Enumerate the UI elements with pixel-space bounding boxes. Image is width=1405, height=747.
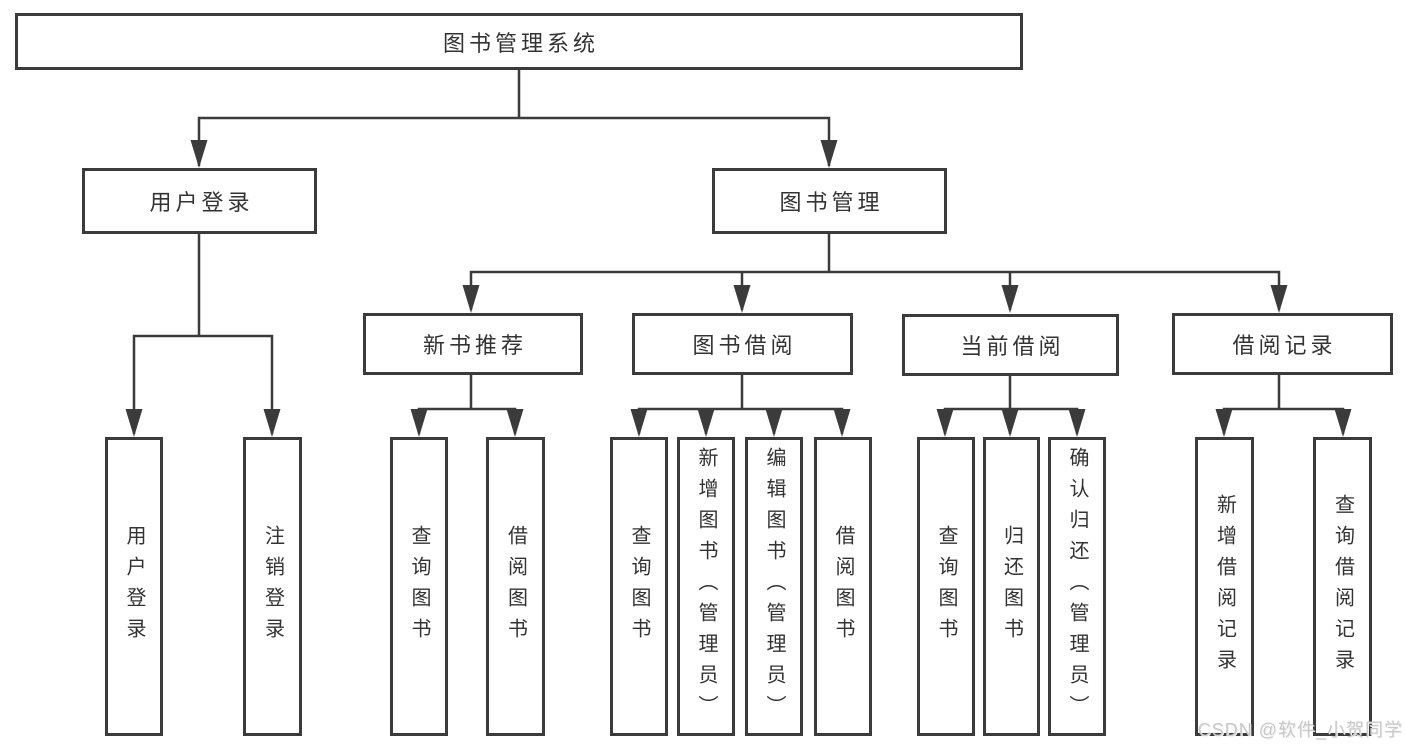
node-user-login-label: 用户登录 <box>149 190 254 215</box>
leaf-user-login: 用户登录 <box>105 437 163 736</box>
node-user-login: 用户登录 <box>82 168 317 234</box>
leaf-logout-label: 注销登录 <box>261 524 284 649</box>
leaf-add-books-admin-label: 新增图书（管理员） <box>695 447 717 726</box>
node-current-borrow: 当前借阅 <box>902 314 1119 376</box>
node-book-borrow: 图书借阅 <box>632 313 853 375</box>
node-borrow-records-label: 借阅记录 <box>1232 333 1337 358</box>
leaf-borrow-books: 借阅图书 <box>814 437 872 736</box>
node-borrow-records: 借阅记录 <box>1172 313 1393 375</box>
leaf-query-borrow-record: 查询借阅记录 <box>1313 437 1372 736</box>
leaf-add-borrow-record-label: 新增借阅记录 <box>1213 493 1236 680</box>
leaf-confirm-return-admin-label: 确认归还（管理员） <box>1066 447 1088 726</box>
leaf-return-books-label: 归还图书 <box>1000 524 1023 649</box>
node-current-borrow-label: 当前借阅 <box>960 334 1065 359</box>
leaf-query-books-current-label: 查询图书 <box>935 524 957 649</box>
leaf-query-books-borrow: 查询图书 <box>610 437 668 736</box>
node-book-borrow-label: 图书借阅 <box>692 333 797 358</box>
node-root-library-system: 图书管理系统 <box>15 13 1023 70</box>
leaf-confirm-return-admin: 确认归还（管理员） <box>1048 437 1106 736</box>
leaf-logout: 注销登录 <box>243 437 302 736</box>
leaf-borrow-books-recommend: 借阅图书 <box>486 437 545 736</box>
leaf-query-borrow-record-label: 查询借阅记录 <box>1331 493 1354 680</box>
node-new-book-recommend-label: 新书推荐 <box>422 333 527 358</box>
node-book-management-label: 图书管理 <box>779 190 884 215</box>
node-new-book-recommend: 新书推荐 <box>363 313 583 375</box>
leaf-add-borrow-record: 新增借阅记录 <box>1195 437 1254 736</box>
leaf-add-books-admin: 新增图书（管理员） <box>677 437 735 736</box>
leaf-user-login-label: 用户登录 <box>123 524 145 649</box>
leaf-query-books-recommend-label: 查询图书 <box>408 524 430 649</box>
leaf-edit-books-admin: 编辑图书（管理员） <box>745 437 803 736</box>
leaf-query-books-recommend: 查询图书 <box>390 437 448 736</box>
node-book-management: 图书管理 <box>712 168 947 234</box>
node-root-label: 图书管理系统 <box>442 30 599 56</box>
leaf-edit-books-admin-label: 编辑图书（管理员） <box>763 447 785 726</box>
leaf-borrow-books-recommend-label: 借阅图书 <box>504 524 527 649</box>
leaf-query-books-borrow-label: 查询图书 <box>628 524 650 649</box>
leaf-return-books: 归还图书 <box>983 437 1040 736</box>
leaf-borrow-books-label: 借阅图书 <box>832 524 854 649</box>
leaf-query-books-current: 查询图书 <box>917 437 975 736</box>
csdn-watermark: CSDN @软件_小贺同学 <box>1197 720 1403 740</box>
